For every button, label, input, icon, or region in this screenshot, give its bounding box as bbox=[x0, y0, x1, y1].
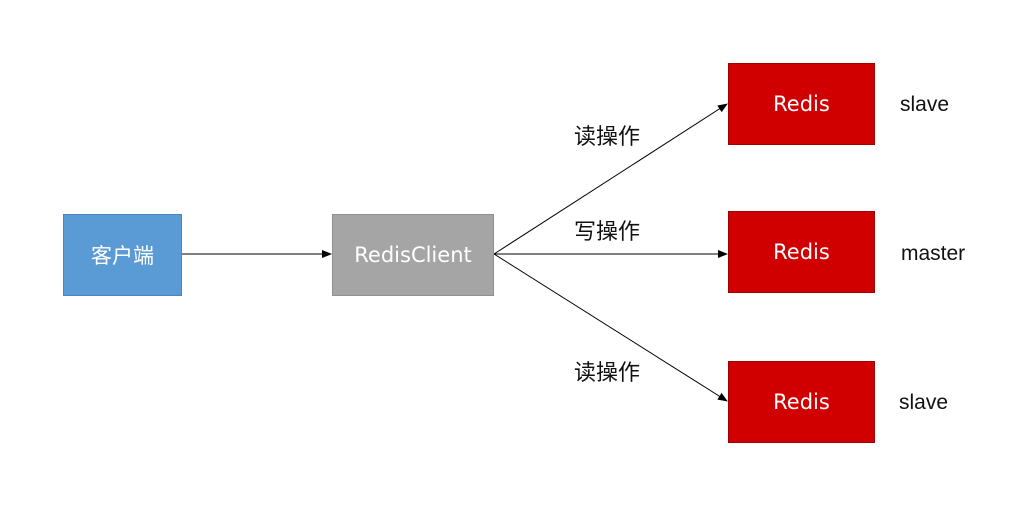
redis-master-node: Redis bbox=[728, 211, 875, 293]
edge-label-write: 写操作 bbox=[574, 220, 641, 245]
client-node: 客户端 bbox=[63, 214, 182, 296]
redis-client-label: RedisClient bbox=[354, 243, 472, 267]
role-label-bottom: slave bbox=[899, 391, 949, 414]
role-label-middle: master bbox=[901, 242, 966, 265]
client-label: 客户端 bbox=[91, 244, 154, 268]
arrow-to-redis-bottom bbox=[493, 253, 728, 402]
arrow-to-redis-top bbox=[493, 103, 728, 255]
edge-label-read-top: 读操作 bbox=[574, 125, 641, 150]
edge-label-read-bottom: 读操作 bbox=[574, 361, 641, 386]
redis-bottom-label: Redis bbox=[773, 390, 830, 414]
redis-slave-top-node: Redis bbox=[728, 63, 875, 145]
redis-middle-label: Redis bbox=[773, 240, 830, 264]
redis-top-label: Redis bbox=[773, 92, 830, 116]
role-label-top: slave bbox=[900, 93, 950, 116]
redis-slave-bottom-node: Redis bbox=[728, 361, 875, 443]
redis-client-node: RedisClient bbox=[332, 214, 494, 296]
